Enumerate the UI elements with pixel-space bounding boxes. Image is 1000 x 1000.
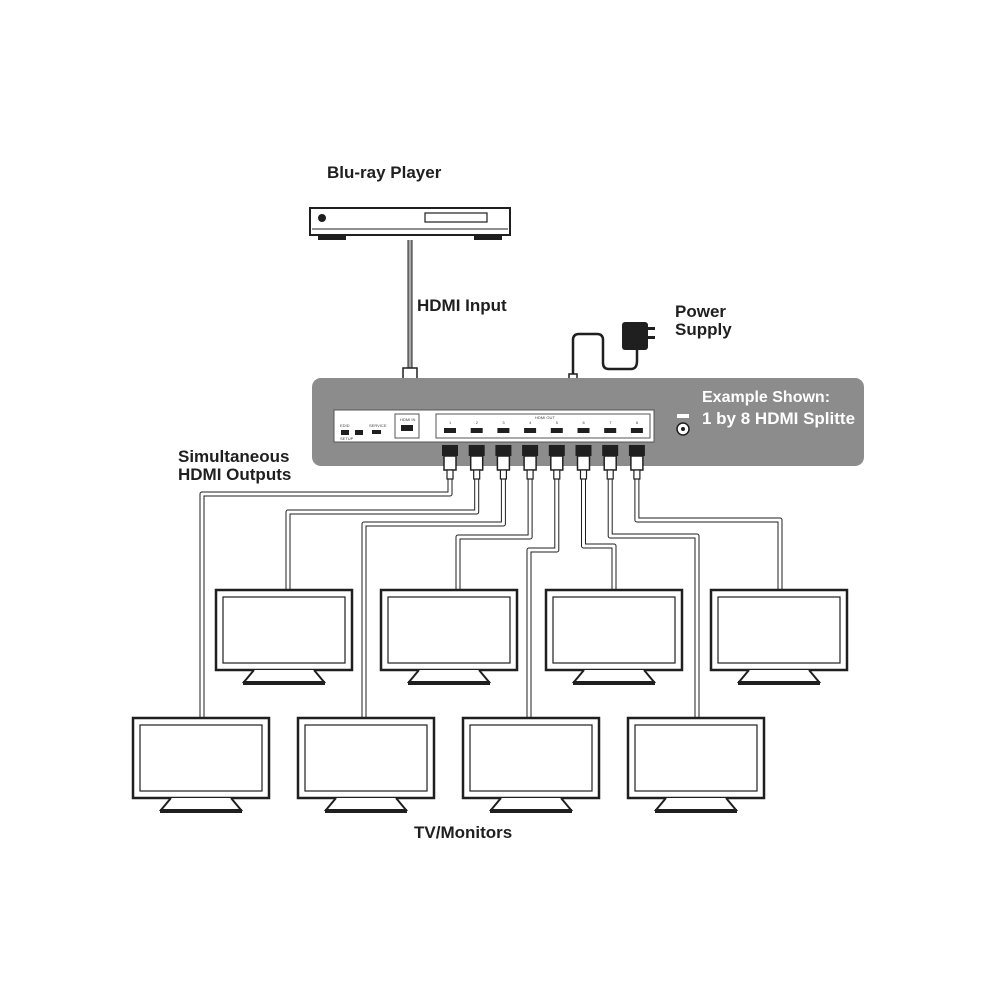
tv-monitor-icon (131, 716, 271, 813)
hdmi-out-port-slot (604, 428, 617, 433)
hdmi-output-cable (200, 478, 452, 718)
hdmi-connector-icon (442, 445, 458, 480)
hdmi-out-port-number: 8 (636, 420, 639, 425)
hdmi-out-port-slot (630, 428, 643, 433)
splitter-model-label: 1 by 8 HDMI Splitte (702, 409, 856, 428)
simultaneous-outputs-label-line1: Simultaneous (178, 447, 290, 466)
tv-monitor-icon (626, 716, 766, 813)
hdmi-output-cable-outline (455, 478, 533, 590)
hdmi-input-label: HDMI Input (417, 296, 507, 315)
output-cables (199, 478, 783, 718)
hdmi-out-port-slot (577, 428, 590, 433)
power-supply-label-line2: Supply (675, 320, 732, 339)
example-shown-label: Example Shown: (702, 389, 831, 406)
hdmi-output-cable (286, 478, 479, 590)
hdmi-output-cable (582, 478, 616, 590)
tv-monitors (131, 588, 849, 813)
hdmi-out-port-slot (444, 428, 456, 433)
hdmi-out-port-slot (524, 428, 537, 433)
tv-monitor-icon (296, 716, 436, 813)
power-supply-label-line1: Power (675, 302, 727, 321)
tv-monitors-label: TV/Monitors (414, 823, 513, 842)
hdmi-output-cable (635, 478, 782, 590)
output-connectors (442, 445, 645, 480)
hdmi-output-cable (608, 478, 699, 718)
hdmi-output-cable (456, 478, 532, 590)
tv-monitor-icon (379, 588, 519, 685)
hdmi-out-port-number: 7 (609, 420, 612, 425)
hdmi-out-port-number: 6 (583, 420, 586, 425)
hdmi-out-port-slot (470, 428, 483, 433)
hdmi-out-port-slot (497, 428, 510, 433)
hdmi-connector-icon (548, 445, 565, 480)
service-label: SERVICE (369, 423, 387, 428)
hdmi-in-label: HDMI IN (400, 417, 415, 422)
hdmi-connector-icon (628, 445, 645, 480)
hdmi-output-cable (527, 478, 559, 718)
hdmi-out-port-number: 3 (502, 420, 505, 425)
hdmi-output-cable (362, 478, 505, 718)
simultaneous-outputs-label-line2: HDMI Outputs (178, 465, 292, 484)
hdmi-out-port-number: 5 (556, 420, 559, 425)
tv-monitor-icon (544, 588, 684, 685)
hdmi-output-ports: 1 2 3 4 5 6 7 8 (444, 420, 643, 433)
hdmi-out-port-number: 1 (449, 420, 452, 425)
tv-monitor-icon (709, 588, 849, 685)
tv-monitor-icon (214, 588, 354, 685)
blu-ray-player-label: Blu-ray Player (327, 163, 442, 182)
hdmi-out-port-slot (550, 428, 563, 433)
hdmi-connector-icon (522, 445, 539, 480)
hdmi-connector-icon (575, 445, 592, 480)
blu-ray-player-icon (309, 207, 511, 240)
hdmi-input-cable (401, 240, 419, 390)
setup-label: SETUP (340, 436, 354, 441)
hdmi-connector-icon (602, 445, 619, 480)
edid-label: EDID (340, 423, 350, 428)
hdmi-out-port-number: 4 (529, 420, 532, 425)
hdmi-out-port-number: 2 (476, 420, 479, 425)
hdmi-connector-icon (495, 445, 512, 480)
hdmi-connector-icon (468, 445, 485, 480)
hdmi-splitter-unit: EDID SETUP SERVICE HDMI IN HDMI OUT 1 2 3 4… (312, 378, 864, 466)
tv-monitor-icon (461, 716, 601, 813)
hdmi-out-label: HDMI OUT (535, 415, 555, 420)
